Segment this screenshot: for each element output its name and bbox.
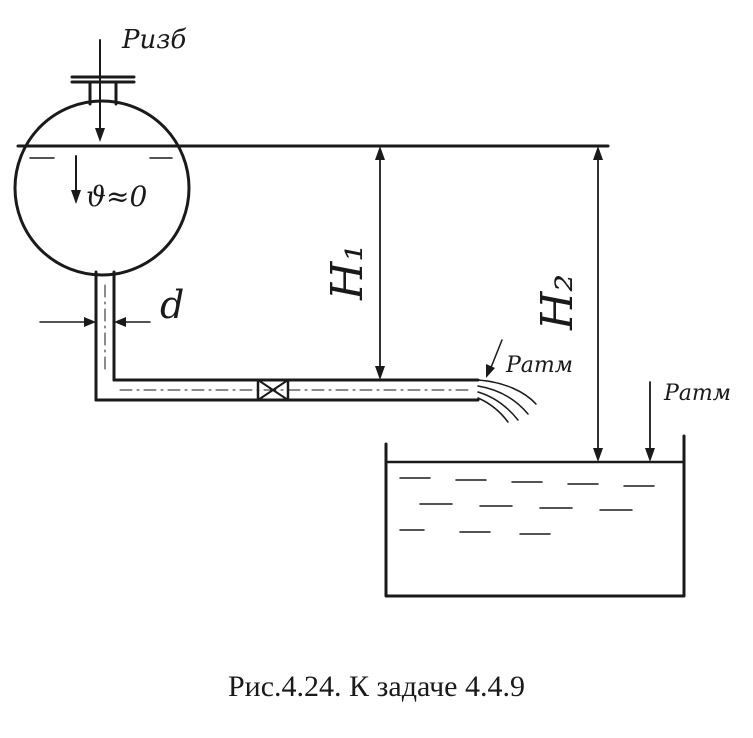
figure-caption: Рис.4.24. К задаче 4.4.9 <box>227 670 525 703</box>
receiving-tank <box>384 434 686 598</box>
h1-label: H₁ <box>322 244 373 301</box>
p-atm-tank-label: Ратм <box>663 381 731 406</box>
velocity-label: ϑ≈0 <box>86 180 147 213</box>
p-gauge-label: Ризб <box>121 25 186 55</box>
p-atm-outlet-label: Ратм <box>505 353 573 378</box>
outlet-jet <box>477 379 537 423</box>
outlet-atm-arrow <box>486 339 503 378</box>
h2-label: H₂ <box>532 274 583 331</box>
gauge-pressure-arrow <box>95 39 105 142</box>
velocity-arrow <box>71 155 81 204</box>
diameter-dimension <box>39 317 151 327</box>
h1-dimension <box>375 146 385 380</box>
valve <box>256 378 290 402</box>
free-surface-level <box>16 144 610 159</box>
spherical-vessel <box>13 75 191 277</box>
diameter-label: d <box>160 283 184 327</box>
tank-atm-arrow <box>645 381 655 462</box>
h2-dimension <box>593 146 603 462</box>
